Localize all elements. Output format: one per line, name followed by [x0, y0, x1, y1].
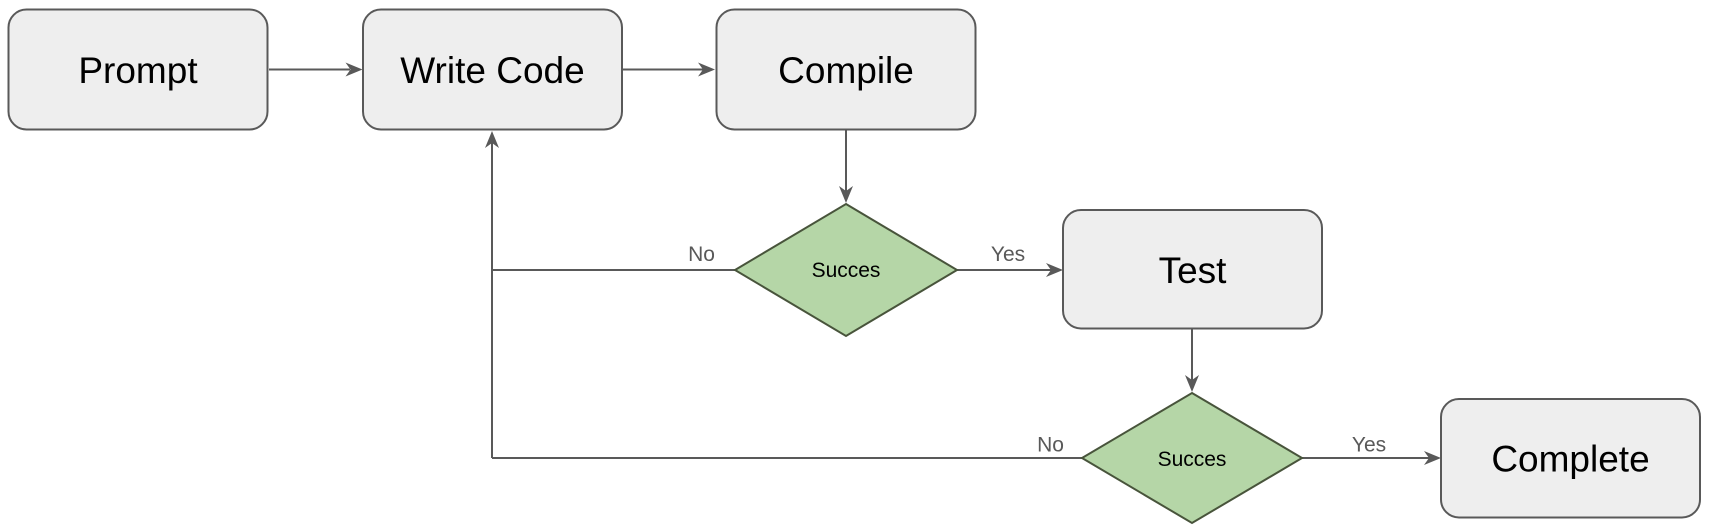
svg-text:Yes: Yes	[991, 243, 1025, 266]
svg-text:Succes: Succes	[1158, 448, 1227, 471]
svg-text:Complete: Complete	[1491, 439, 1649, 480]
svg-text:Prompt: Prompt	[78, 50, 198, 91]
svg-text:Write Code: Write Code	[400, 50, 584, 91]
svg-text:No: No	[688, 243, 715, 266]
svg-text:Yes: Yes	[1352, 434, 1386, 457]
svg-text:Test: Test	[1159, 250, 1228, 291]
svg-text:Compile: Compile	[778, 50, 914, 91]
svg-text:Succes: Succes	[812, 259, 881, 282]
svg-text:No: No	[1037, 434, 1064, 457]
